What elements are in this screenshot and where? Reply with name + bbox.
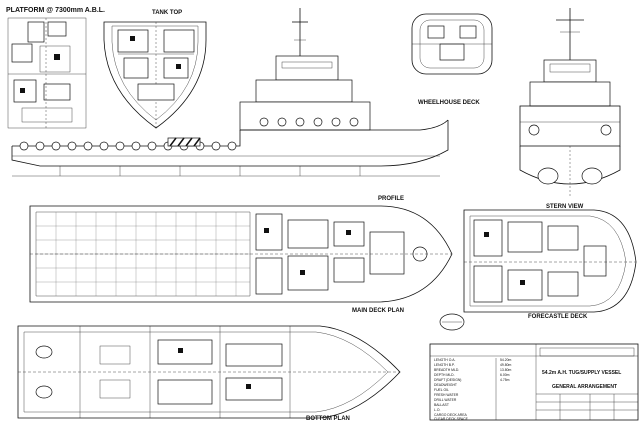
wheelhouse-deck-label: WHEELHOUSE DECK bbox=[418, 100, 480, 106]
platform-label: PLATFORM @ 7300mm A.B.L. bbox=[6, 7, 105, 14]
svg-text:L.O.: L.O. bbox=[434, 408, 440, 412]
vessel-title: 54.2m A.H. TUG/SUPPLY VESSEL bbox=[542, 370, 621, 376]
title-block: LENGTH O.A. 54.20m LENGTH B.P. 49.80m BR… bbox=[429, 343, 639, 421]
svg-text:6.00m: 6.00m bbox=[500, 373, 510, 377]
svg-text:FRESH WATER: FRESH WATER bbox=[434, 393, 459, 397]
profile-label: PROFILE bbox=[378, 196, 404, 202]
main-deck-plan: MAIN DECK PLAN bbox=[29, 205, 453, 314]
svg-text:BREADTH MLD.: BREADTH MLD. bbox=[434, 368, 459, 372]
platform-plan: PLATFORM @ 7300mm A.B.L. bbox=[6, 7, 105, 129]
svg-text:DRAFT (DESIGN): DRAFT (DESIGN) bbox=[434, 378, 461, 382]
svg-text:4.75m: 4.75m bbox=[500, 378, 510, 382]
wheelhouse-deck-plan: WHEELHOUSE DECK bbox=[411, 13, 493, 106]
svg-text:49.80m: 49.80m bbox=[500, 363, 511, 367]
tank-top-plan: TANK TOP bbox=[103, 10, 207, 129]
tank-top-label: TANK TOP bbox=[152, 10, 182, 16]
hazard-stripe bbox=[167, 137, 201, 147]
stern-view: STERN VIEW bbox=[519, 8, 621, 210]
svg-text:LENGTH O.A.: LENGTH O.A. bbox=[434, 358, 456, 362]
stern-view-label: STERN VIEW bbox=[546, 204, 584, 210]
frame-ticks bbox=[12, 166, 440, 177]
forecastle-deck-label: FORECASTLE DECK bbox=[528, 314, 588, 320]
svg-text:54.20m: 54.20m bbox=[500, 358, 511, 362]
particulars-table: LENGTH O.A. 54.20m LENGTH B.P. 49.80m BR… bbox=[434, 358, 511, 421]
svg-text:FUEL OIL: FUEL OIL bbox=[434, 388, 449, 392]
svg-text:13.80m: 13.80m bbox=[500, 368, 511, 372]
bottom-plan-label: BOTTOM PLAN bbox=[306, 416, 350, 422]
svg-text:CARGO DECK AREA: CARGO DECK AREA bbox=[434, 413, 468, 417]
svg-text:DEADWEIGHT: DEADWEIGHT bbox=[434, 383, 457, 387]
svg-text:DEPTH MLD.: DEPTH MLD. bbox=[434, 373, 455, 377]
svg-text:BALLAST: BALLAST bbox=[434, 403, 449, 407]
bottom-plan: BOTTOM PLAN bbox=[17, 325, 401, 422]
svg-text:DRILL WATER: DRILL WATER bbox=[434, 398, 457, 402]
svg-text:LENGTH B.P.: LENGTH B.P. bbox=[434, 363, 455, 367]
profile-view: PROFILE bbox=[11, 8, 449, 202]
main-deck-label: MAIN DECK PLAN bbox=[352, 308, 404, 314]
forecastle-deck-plan: FORECASTLE DECK bbox=[439, 209, 637, 331]
drawing-title: GENERAL ARRANGEMENT bbox=[552, 384, 617, 390]
svg-text:CLEAR DECK SPACE: CLEAR DECK SPACE bbox=[434, 417, 469, 421]
